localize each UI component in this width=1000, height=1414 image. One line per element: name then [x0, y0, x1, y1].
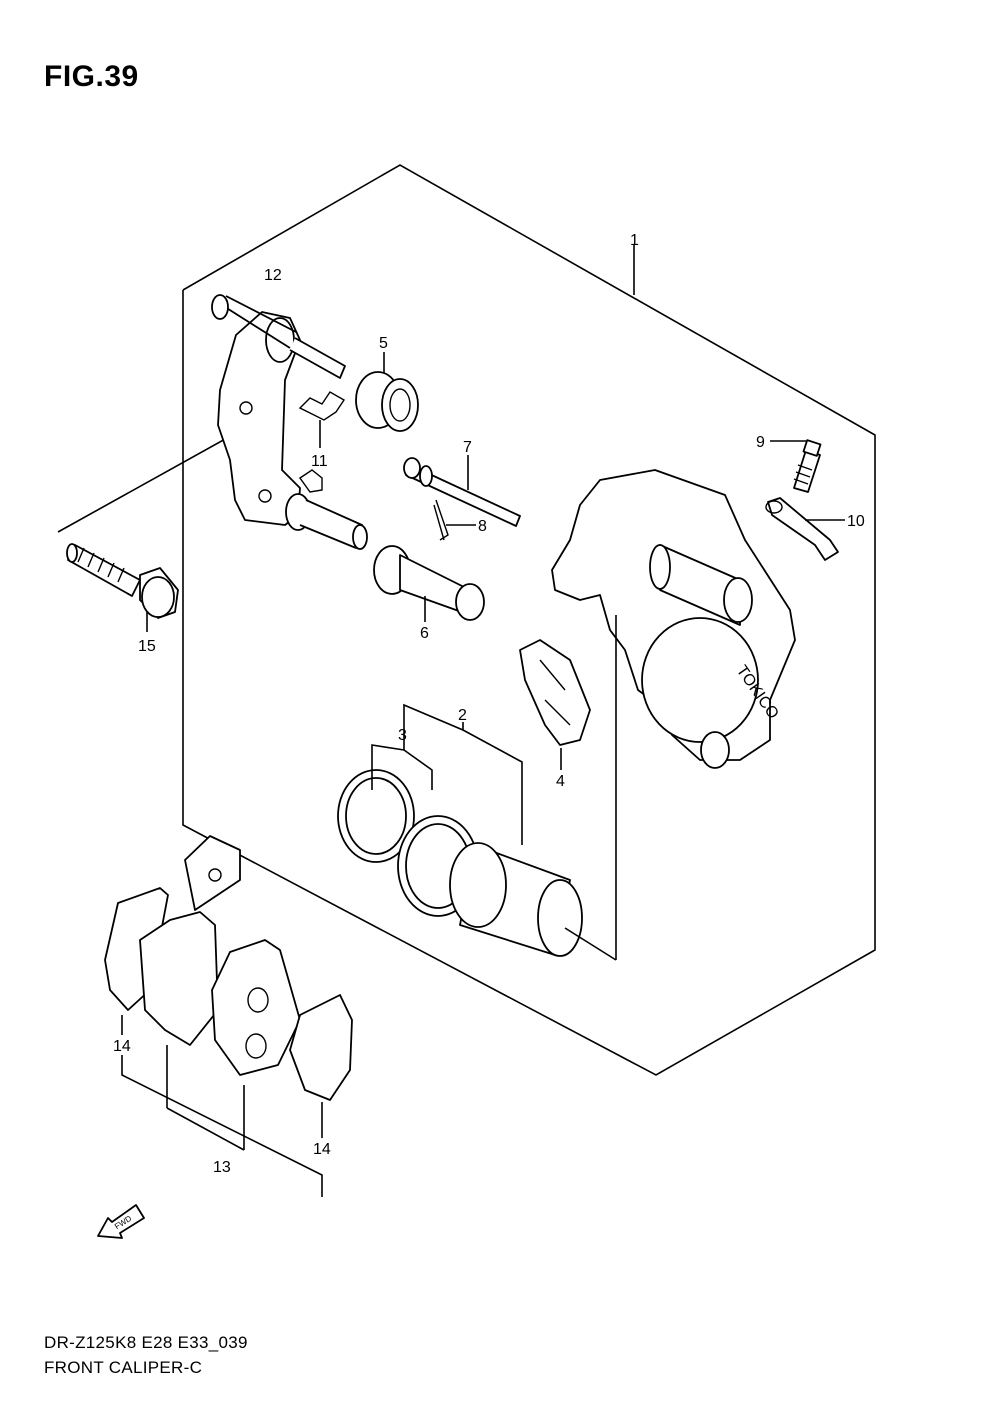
bracket-3b [403, 749, 433, 790]
bracket-2b [462, 729, 523, 845]
leader-15 [57, 427, 246, 533]
lower-boot-part [373, 545, 485, 621]
bracket-14a [121, 1055, 323, 1197]
callout-8: 8 [478, 518, 487, 535]
assembly-boundary [182, 164, 876, 1076]
callout-3: 3 [398, 727, 407, 744]
mounting-bolt-part [66, 543, 179, 619]
brake-pad-inner-part [211, 939, 353, 1101]
model-code: DR-Z125K8 E28 E33_039 [44, 1333, 248, 1352]
callout-14-left: 14 [113, 1038, 131, 1055]
bleeder-cap-part [765, 497, 839, 561]
bracket-13c [166, 1107, 245, 1151]
caliper-bracket-part [211, 294, 368, 550]
callout-6: 6 [420, 625, 429, 642]
callout-11: 11 [311, 453, 328, 470]
bracket-3 [371, 742, 405, 790]
piston-seal-part [337, 769, 415, 863]
callout-4: 4 [556, 773, 565, 790]
callout-14-right: 14 [313, 1141, 331, 1158]
fwd-arrow-icon: FWD [97, 1204, 145, 1239]
diagram-footer: DR-Z125K8 E28 E33_039 FRONT CALIPER-C [44, 1330, 248, 1380]
figure-title: FIG.39 [44, 60, 139, 93]
bracket-2 [403, 703, 464, 742]
leader-1c [564, 927, 617, 961]
piston-part [449, 842, 583, 957]
guide-pin-part [403, 457, 521, 527]
bleeder-valve-part [793, 439, 822, 493]
pad-retainer-part [519, 639, 591, 746]
diagram-caption: FRONT CALIPER-C [44, 1358, 203, 1377]
callout-15: 15 [138, 638, 156, 655]
callout-10: 10 [847, 513, 865, 530]
brake-pad-outer-part [104, 835, 241, 1046]
callout-1: 1 [630, 232, 639, 249]
callout-13: 13 [213, 1159, 231, 1176]
callout-12: 12 [264, 267, 282, 284]
pin-clip-part [433, 499, 449, 541]
callout-2: 2 [458, 707, 467, 724]
callout-9: 9 [756, 434, 765, 451]
pin-boot-part [355, 371, 419, 432]
callout-7: 7 [463, 439, 472, 456]
caliper-body-part: TOKICO [551, 469, 796, 769]
callout-5: 5 [379, 335, 388, 352]
pad-spring-part [298, 391, 345, 493]
